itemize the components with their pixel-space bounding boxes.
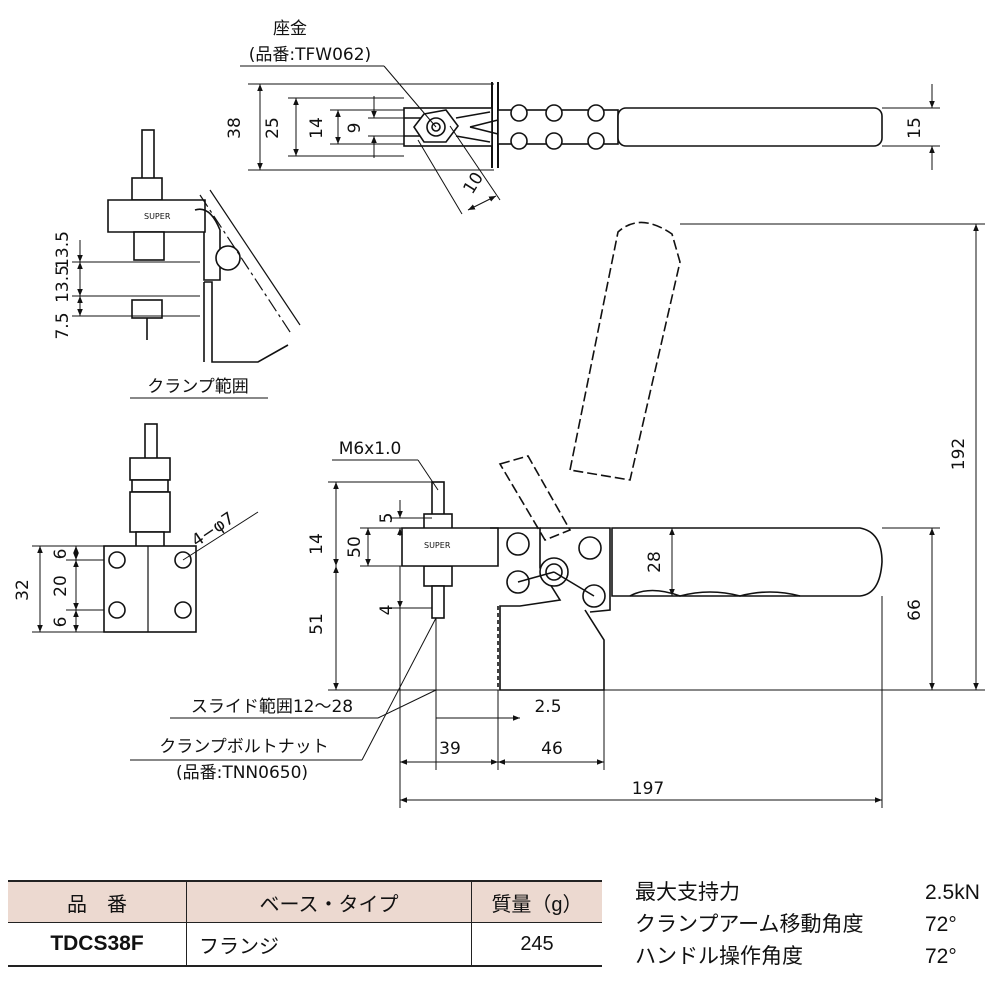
spec-label: クランプアーム移動角度 [635, 913, 864, 936]
dim-main-28: 28 [645, 551, 665, 573]
technical-drawing: 座金 (品番:TFW062) 38 25 14 9 10 15 13.5 13.… [13, 19, 985, 808]
logo-text-side: SUPER [144, 212, 171, 221]
washer-part: (品番:TFW062) [249, 45, 371, 65]
dim-top-9: 9 [345, 123, 365, 134]
dim-main-2-5: 2.5 [534, 697, 561, 717]
cell-model: TDCS38F [8, 922, 187, 967]
nut-label: クランプボルトナット [159, 737, 329, 757]
spec-value: 72° [925, 945, 957, 968]
dim-side-7-5: 7.5 [53, 312, 73, 339]
spec-item-max-force: 最大支持力 2.5kN [635, 877, 997, 909]
dim-side-13-5-a: 13.5 [53, 231, 73, 269]
dim-top-38: 38 [225, 117, 245, 139]
header-model: 品 番 [8, 880, 187, 923]
table-row: TDCS38F フランジ 245 [8, 922, 602, 967]
bolt-label: M6x1.0 [339, 439, 402, 459]
header-mass: 質量（g） [471, 880, 602, 923]
dim-main-5: 5 [377, 513, 397, 524]
cell-base-type: フランジ [186, 922, 472, 967]
dim-main-51: 51 [307, 613, 327, 635]
side-view [72, 129, 301, 399]
dim-top-10: 10 [460, 169, 488, 198]
header-base-type: ベース・タイプ [186, 880, 472, 923]
dim-main-192: 192 [949, 438, 969, 470]
clamp-range-label: クランプ範囲 [147, 377, 249, 397]
dim-front-20: 20 [51, 575, 71, 597]
spec-list: 最大支持力 2.5kN クランプアーム移動角度 72° ハンドル操作角度 72° [635, 877, 997, 973]
dim-top-14: 14 [307, 117, 327, 139]
spec-value: 2.5kN [925, 881, 980, 904]
spec-item-arm-angle: クランプアーム移動角度 72° [635, 909, 997, 941]
dim-top-15: 15 [905, 117, 925, 139]
dim-main-39: 39 [439, 739, 461, 759]
dim-main-66: 66 [905, 599, 925, 621]
dim-main-46: 46 [541, 739, 563, 759]
dim-main-50: 50 [345, 536, 365, 558]
front-view [32, 423, 259, 633]
dim-main-14: 14 [307, 533, 327, 555]
dim-main-197: 197 [632, 779, 664, 799]
cell-mass: 245 [471, 922, 602, 967]
dim-main-4: 4 [377, 605, 397, 616]
spec-label: 最大支持力 [635, 881, 740, 904]
dim-front-6-top: 6 [51, 549, 71, 560]
spec-label: ハンドル操作角度 [635, 945, 803, 968]
slide-range-label: スライド範囲12～28 [191, 697, 353, 717]
washer-label: 座金 [273, 19, 307, 39]
logo-text-main: SUPER [424, 541, 451, 550]
spec-table: 品 番 ベース・タイプ 質量（g） TDCS38F フランジ 245 [8, 880, 602, 967]
spec-value: 72° [925, 913, 957, 936]
hole-label: 4−φ7 [188, 508, 238, 551]
main-view [130, 221, 985, 808]
spec-item-handle-angle: ハンドル操作角度 72° [635, 941, 997, 973]
dim-top-25: 25 [263, 117, 283, 139]
dim-front-32: 32 [13, 579, 33, 601]
dim-front-6-bottom: 6 [51, 617, 71, 628]
dim-side-13-5-b: 13.5 [53, 265, 73, 303]
top-view [240, 65, 940, 215]
nut-part: (品番:TNN0650) [176, 763, 308, 783]
